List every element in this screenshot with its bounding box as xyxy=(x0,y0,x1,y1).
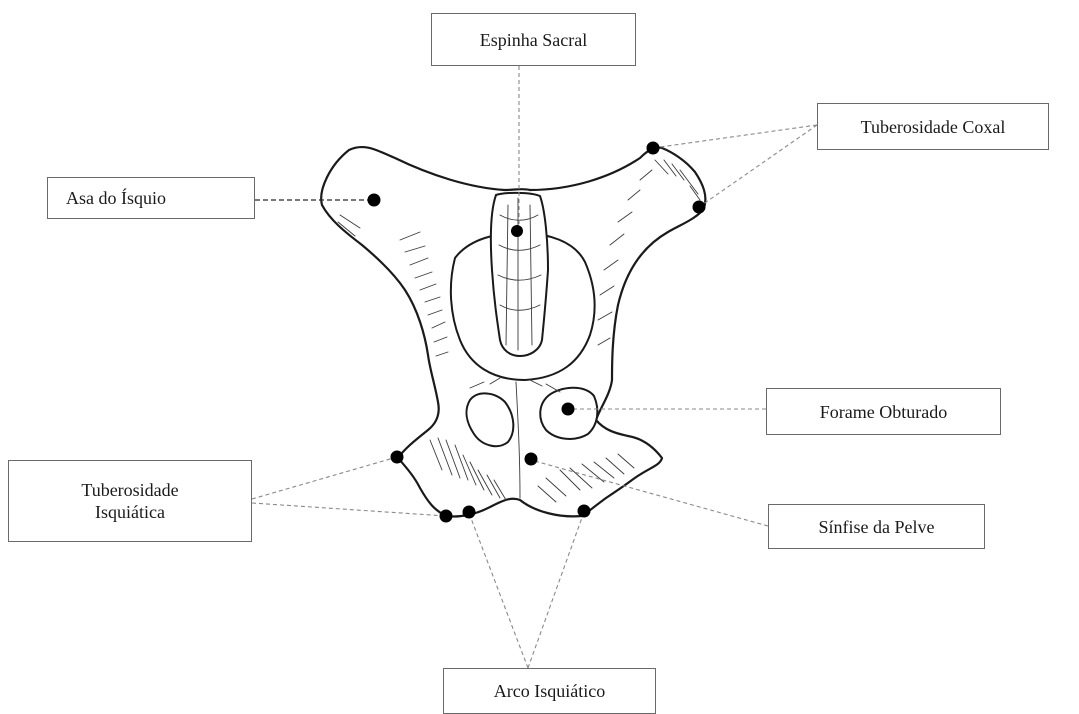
label-tuberosidade-isquiatica-line2: Isquiática xyxy=(95,501,165,523)
label-arco-isquiatico: Arco Isquiático xyxy=(443,668,656,714)
point-espinha-sacral xyxy=(511,225,523,237)
label-tuberosidade-coxal: Tuberosidade Coxal xyxy=(817,103,1049,150)
point-arco-isquiatico-left xyxy=(463,506,476,519)
point-tuberosidade-coxal-upper xyxy=(647,142,660,155)
point-sinfise-da-pelve xyxy=(525,453,538,466)
point-asa-do-isquio xyxy=(368,194,381,207)
label-tuberosidade-isquiatica: Tuberosidade Isquiática xyxy=(8,460,252,542)
label-tuberosidade-isquiatica-line1: Tuberosidade xyxy=(81,479,178,501)
label-espinha-sacral: Espinha Sacral xyxy=(431,13,636,66)
leader-tuberosidade-coxal-lower xyxy=(699,125,817,207)
leader-tuberosidade-isquiatica-lower xyxy=(252,503,446,516)
leader-tuberosidade-coxal-upper xyxy=(653,125,817,148)
label-asa-do-isquio: Asa do Ísquio xyxy=(47,177,255,219)
leader-tuberosidade-isquiatica-upper xyxy=(252,457,397,499)
point-arco-isquiatico-right xyxy=(578,505,591,518)
point-forame-obturado xyxy=(562,403,575,416)
label-sinfise-da-pelve: Sínfise da Pelve xyxy=(768,504,985,549)
sacrum xyxy=(491,193,548,356)
leader-arco-isquiatico-left xyxy=(469,513,528,668)
leader-arco-isquiatico-right xyxy=(528,512,584,668)
point-tuberosidade-coxal-lower xyxy=(693,201,706,214)
point-tuberosidade-isquiatica-upper xyxy=(391,451,404,464)
label-forame-obturado: Forame Obturado xyxy=(766,388,1001,435)
point-tuberosidade-isquiatica-lower xyxy=(440,510,453,523)
